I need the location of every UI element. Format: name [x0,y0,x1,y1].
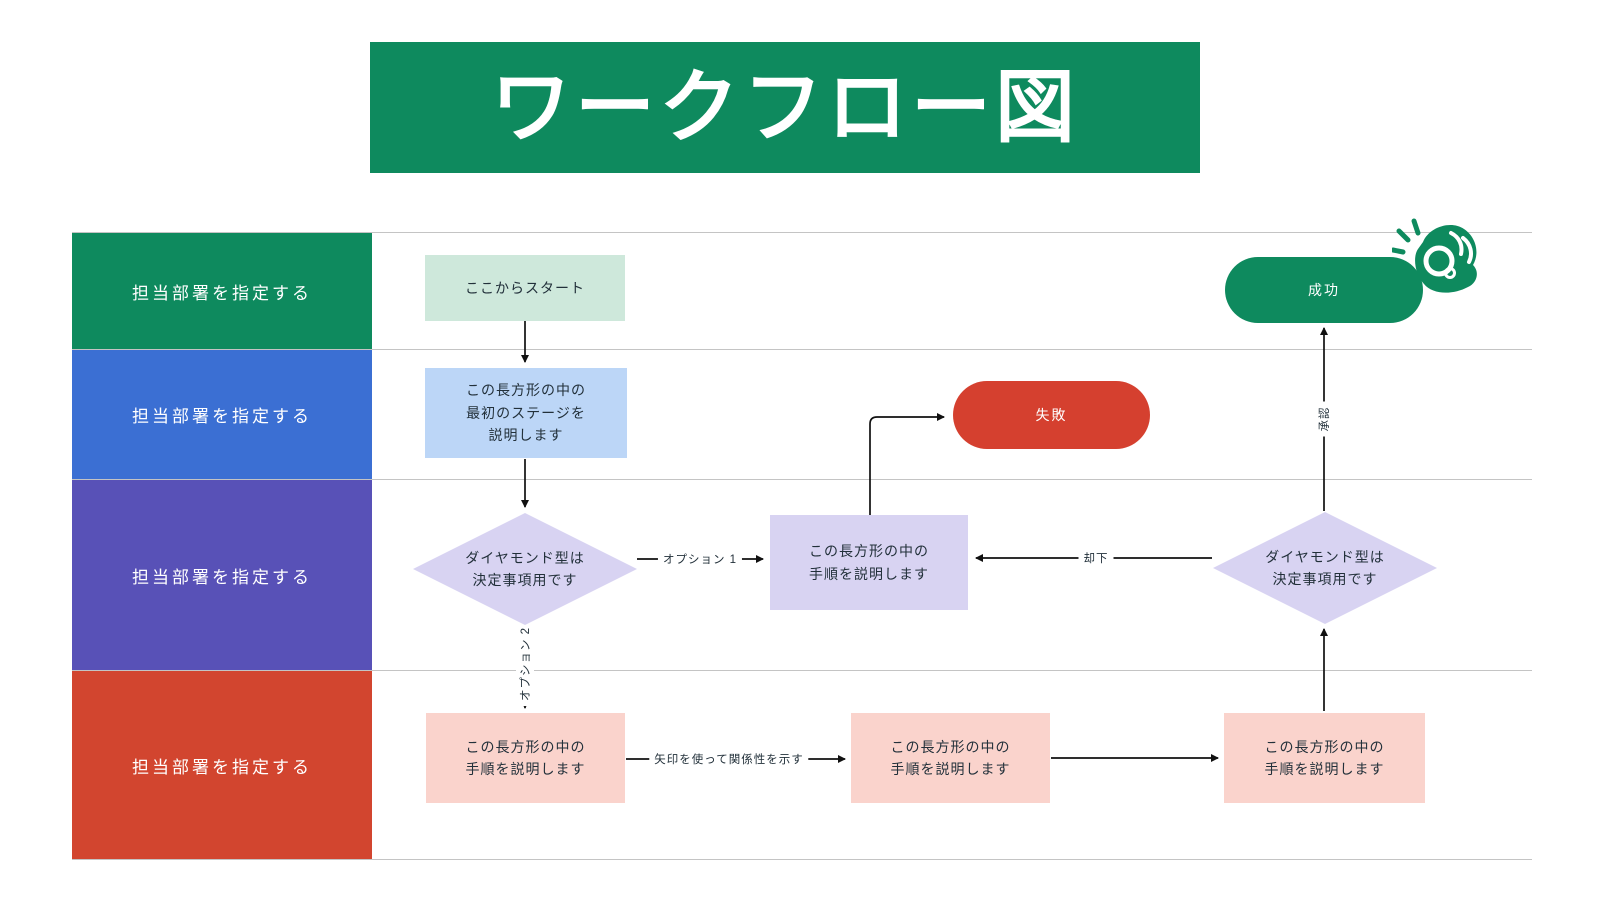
edge-label-option-2: オプション 2 [516,621,534,707]
lane-row-2: 担当部署を指定する [72,350,1532,480]
page-title: ワークフロー図 [491,62,1079,152]
lane-label-1: 担当部署を指定する [72,233,372,349]
swimlane-table: 担当部署を指定する 担当部署を指定する 担当部署を指定する 担当部署を指定する [72,232,1532,860]
process-node-center: この長方形の中の 手順を説明します [770,515,968,610]
lane-label-3: 担当部署を指定する [72,480,372,670]
first-stage-node: この長方形の中の 最初のステージを 説明します [425,368,627,458]
step-node-3: この長方形の中の 手順を説明します [1224,713,1425,803]
step-node-1: この長方形の中の 手順を説明します [426,713,625,803]
edge-label-option-1: オプション 1 [657,550,743,568]
edge-label-approve: 承認 [1315,401,1333,437]
lane-label-4: 担当部署を指定する [72,671,372,859]
success-pill: 成功 [1225,257,1423,323]
title-banner: ワークフロー図 [370,42,1200,173]
lane-row-1: 担当部署を指定する [72,233,1532,350]
lane-label-2: 担当部署を指定する [72,350,372,479]
step-node-2: この長方形の中の 手順を説明します [851,713,1050,803]
start-node: ここからスタート [425,255,625,321]
edge-label-reject: 却下 [1078,549,1114,567]
edge-label-relationship-note: 矢印を使って関係性を示す [649,750,809,768]
lane-row-3: 担当部署を指定する [72,480,1532,671]
fail-pill: 失敗 [953,381,1150,449]
lane-row-4: 担当部署を指定する [72,671,1532,860]
snap-hand-icon [1392,218,1477,293]
